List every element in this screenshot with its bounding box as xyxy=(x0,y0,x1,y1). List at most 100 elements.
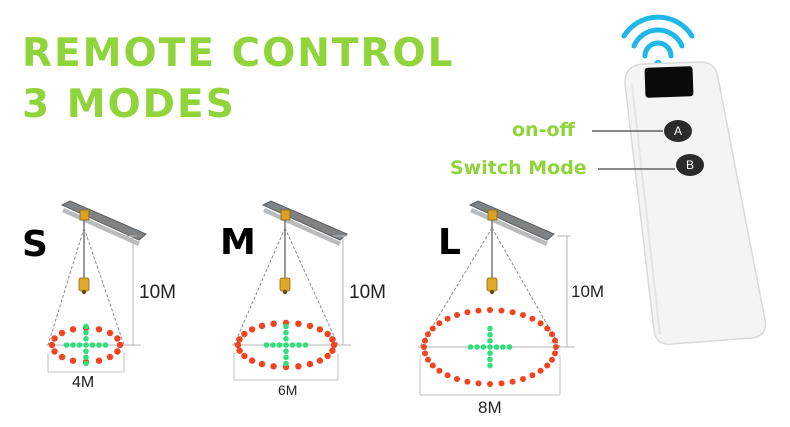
mode-s-red-dot xyxy=(114,348,121,355)
mode-s-beam-left xyxy=(47,227,85,346)
mode-l-rail xyxy=(468,200,555,241)
mode-l-green-dot xyxy=(493,344,500,350)
mode-s-green-dot xyxy=(96,342,102,348)
mode-l-red-dot xyxy=(544,362,551,369)
mode-l-red-dot xyxy=(444,315,451,322)
mode-m-green-dot xyxy=(283,348,289,354)
mode-l-red-dot xyxy=(520,312,526,318)
mode-l-green-dot xyxy=(487,338,493,344)
callout-switch-mode: Switch Mode xyxy=(450,157,587,179)
remote-button-a[interactable] xyxy=(664,120,692,142)
mode-l-green-dot xyxy=(487,344,493,350)
mode-s-red-dot xyxy=(58,353,66,361)
mode-l-red-dot xyxy=(425,356,431,363)
mode-m-beam-left xyxy=(233,227,286,346)
mode-l-red-dot xyxy=(464,309,471,316)
mode-m-red-dot xyxy=(324,330,331,338)
mode-l-red-dot xyxy=(425,331,431,338)
mode-s-red-dot xyxy=(51,348,58,355)
mode-m-red-dot xyxy=(329,347,336,354)
mode-s-red-dot xyxy=(95,326,103,333)
mode-s-green-dot xyxy=(102,342,109,348)
mode-l-red-dot xyxy=(498,380,505,387)
mode-l-red-dot xyxy=(487,381,493,387)
mode-l-letter: L xyxy=(438,222,461,263)
mode-s-red-dot xyxy=(69,357,77,364)
mode-l-red-dot xyxy=(436,320,443,327)
mode-s-green-dot xyxy=(83,342,89,348)
title-line-1: REMOTE CONTROL xyxy=(22,31,455,76)
mode-l-green-dot xyxy=(487,356,493,363)
mode-m-scene xyxy=(232,200,351,381)
mode-s-green-dot xyxy=(83,336,89,342)
mode-m-red-dot xyxy=(236,347,243,354)
mode-m-red-dot xyxy=(248,326,256,333)
mode-m-red-dot xyxy=(270,320,277,327)
mode-m-green-dot xyxy=(283,329,289,336)
mode-s-green-dot xyxy=(83,348,89,354)
mode-l-green-dot xyxy=(487,350,493,356)
mode-l-red-dot xyxy=(487,307,493,313)
mode-s-width: 4M xyxy=(72,374,95,391)
mode-l-lens xyxy=(489,289,495,295)
mode-s-red-dot xyxy=(114,335,121,342)
remote-display xyxy=(644,66,694,98)
mode-l-red-dot xyxy=(529,372,536,379)
mode-s-letter: S xyxy=(22,224,48,265)
mode-l-red-dot xyxy=(549,331,555,338)
mode-s-mount xyxy=(79,209,90,221)
mode-m-red-dot xyxy=(241,352,248,360)
mode-l-red-dot xyxy=(549,356,555,363)
mode-s-green-dot xyxy=(83,323,89,330)
mode-m-lens xyxy=(282,289,288,295)
mode-l-red-dot xyxy=(498,307,505,314)
mode-m-green-dot xyxy=(296,342,302,348)
remote-control xyxy=(624,61,767,345)
remote-button-b[interactable] xyxy=(676,154,704,176)
mode-l-green-dot xyxy=(487,362,493,369)
mode-s-green-dot xyxy=(83,329,89,336)
button-b-label: B xyxy=(686,158,695,172)
mode-l-red-dot xyxy=(509,378,516,385)
mode-l-red-dot xyxy=(520,376,526,382)
mode-l-red-dot xyxy=(475,307,482,314)
mode-l-mount xyxy=(487,209,498,221)
mode-s-red-dot xyxy=(95,357,103,364)
mode-l-red-dot xyxy=(454,312,460,318)
mode-l-red-dot xyxy=(436,367,443,374)
mode-m-red-dot xyxy=(306,322,314,330)
mode-l-red-dot xyxy=(444,372,451,379)
mode-m-height: 10M xyxy=(349,282,386,303)
mode-s-green-dot xyxy=(63,342,70,348)
mode-l-projector xyxy=(486,277,498,292)
mode-m-rail xyxy=(261,200,348,241)
mode-l-red-dot xyxy=(429,325,436,332)
mode-s-rail xyxy=(60,200,147,241)
mode-l-green-dot xyxy=(506,344,513,350)
mode-l-red-dot xyxy=(553,344,559,350)
mode-l-red-dot xyxy=(422,337,428,344)
mode-l-beam-right xyxy=(491,227,561,348)
mode-m-red-dot xyxy=(306,360,314,368)
mode-m-red-dot xyxy=(316,326,324,333)
mode-m-red-dot xyxy=(295,320,302,327)
button-a-label: A xyxy=(674,124,683,138)
mode-l-red-dot xyxy=(552,337,558,344)
mode-m-letter: M xyxy=(220,222,256,263)
mode-l-red-dot xyxy=(454,376,460,382)
mode-m-red-dot xyxy=(234,341,242,349)
mode-m-green-dot xyxy=(283,354,289,361)
mode-l-height: 10M xyxy=(571,282,605,301)
mode-s-green-dot xyxy=(89,342,96,348)
wireless-signal-icon xyxy=(621,14,695,68)
mode-m-beam-right xyxy=(284,227,339,346)
mode-s-scene xyxy=(46,200,147,373)
mode-m-red-dot xyxy=(236,336,243,343)
mode-s-green-dot xyxy=(70,342,76,348)
mode-s-red-dot xyxy=(106,353,114,361)
mode-l-scene xyxy=(418,200,575,396)
mode-s-beam-right xyxy=(83,227,125,346)
mode-m-green-dot xyxy=(283,360,289,367)
mode-l-red-dot xyxy=(529,315,536,322)
mode-s-red-dot xyxy=(106,329,114,337)
